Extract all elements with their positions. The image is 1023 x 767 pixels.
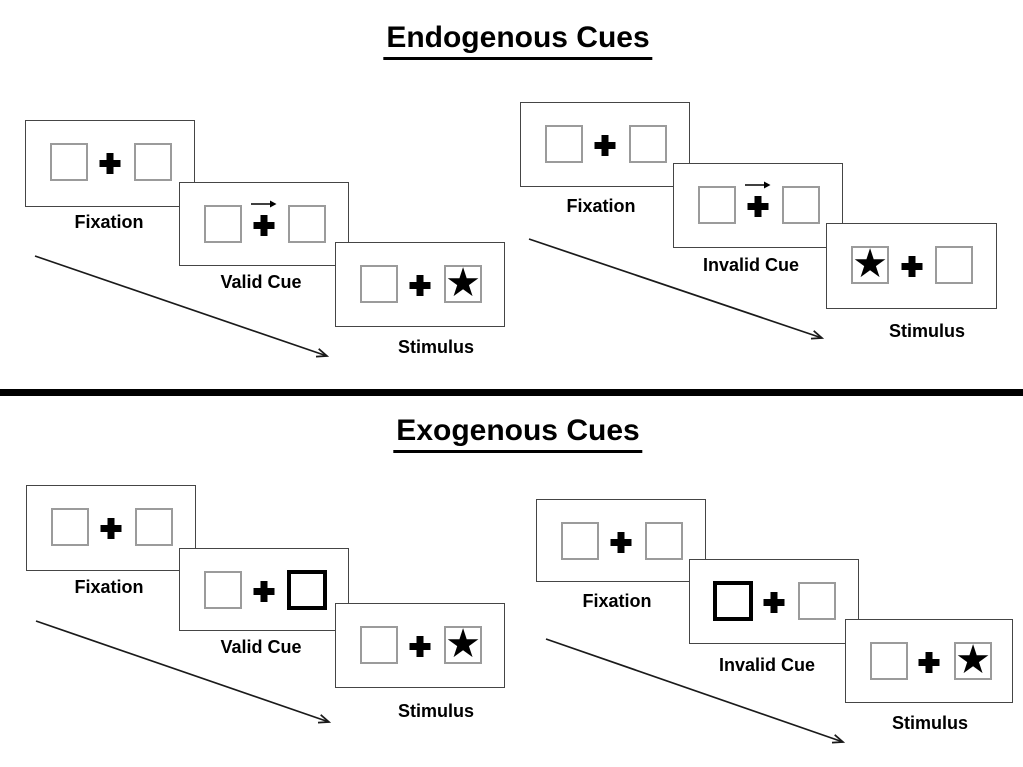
fixation-cross-icon [99, 153, 121, 174]
right-box [798, 582, 836, 620]
right-box [134, 143, 172, 181]
left-box [870, 642, 908, 680]
stimulus-panel: ★ [335, 242, 505, 327]
timeline-arrow-icon [528, 238, 825, 340]
fixation-cross-icon [901, 256, 922, 277]
cue-panel [179, 182, 349, 266]
stimulus-label: Stimulus [397, 701, 475, 721]
right-box [645, 522, 683, 560]
fixation-panel [25, 120, 195, 207]
stimulus-label: Stimulus [397, 337, 475, 357]
fixation-label: Fixation [582, 591, 652, 611]
right-box: ★ [954, 636, 992, 683]
highlighted-cue-box [287, 570, 327, 610]
timeline-arrow-icon [34, 255, 330, 358]
left-box [50, 143, 88, 181]
fixation-cross-icon [253, 215, 275, 236]
fixation-label: Fixation [74, 212, 144, 232]
right-box: ★ [444, 259, 482, 306]
stimulus-label: Stimulus [888, 321, 966, 341]
stimulus-panel: ★ [845, 619, 1013, 703]
fixation-cross-icon [763, 592, 785, 613]
stimulus-panel: ★ [826, 223, 997, 309]
timeline-arrow-icon [35, 620, 332, 724]
right-box [935, 246, 973, 284]
star-stimulus-icon: ★ [445, 620, 481, 667]
left-box [51, 508, 89, 546]
star-stimulus-icon: ★ [852, 240, 888, 287]
star-stimulus-icon: ★ [955, 636, 991, 683]
section-divider [0, 389, 1023, 396]
stimulus-label: Stimulus [891, 713, 969, 733]
fixation-cross-icon [594, 135, 616, 156]
cue-arrow-right-icon [745, 181, 771, 189]
left-box: ★ [851, 240, 889, 287]
fixation-panel [26, 485, 196, 571]
fixation-label: Fixation [566, 196, 636, 216]
fixation-cross-icon [409, 636, 431, 657]
fixation-cross-icon [253, 581, 275, 602]
fixation-panel [536, 499, 706, 582]
left-box [698, 186, 736, 224]
cue-label: Invalid Cue [718, 655, 816, 675]
right-box [782, 186, 820, 224]
highlighted-cue-box [713, 581, 753, 621]
fixation-panel [520, 102, 690, 187]
fixation-cross-icon [918, 652, 940, 673]
cue-label: Valid Cue [220, 272, 302, 292]
left-box [204, 571, 242, 609]
star-stimulus-icon: ★ [445, 259, 481, 306]
left-box [204, 205, 242, 243]
fixation-cross-icon [747, 196, 769, 217]
stimulus-panel: ★ [335, 603, 505, 688]
left-box [561, 522, 599, 560]
right-box [288, 205, 326, 243]
fixation-label: Fixation [74, 577, 144, 597]
fixation-cross-icon [100, 518, 122, 539]
right-box: ★ [444, 620, 482, 667]
section-title-endogenous: Endogenous Cues [383, 21, 653, 60]
right-box [629, 125, 667, 163]
cue-panel [179, 548, 349, 631]
left-box [360, 265, 398, 303]
timeline-arrow-icon [545, 638, 846, 744]
right-box [135, 508, 173, 546]
cue-panel [689, 559, 859, 644]
left-box [360, 626, 398, 664]
section-title-exogenous: Exogenous Cues [393, 414, 643, 453]
cue-panel [673, 163, 843, 248]
left-box [545, 125, 583, 163]
fixation-cross-icon [610, 532, 632, 553]
cue-label: Valid Cue [220, 637, 302, 657]
cue-arrow-right-icon [251, 200, 277, 208]
cue-label: Invalid Cue [702, 255, 800, 275]
fixation-cross-icon [409, 275, 431, 296]
